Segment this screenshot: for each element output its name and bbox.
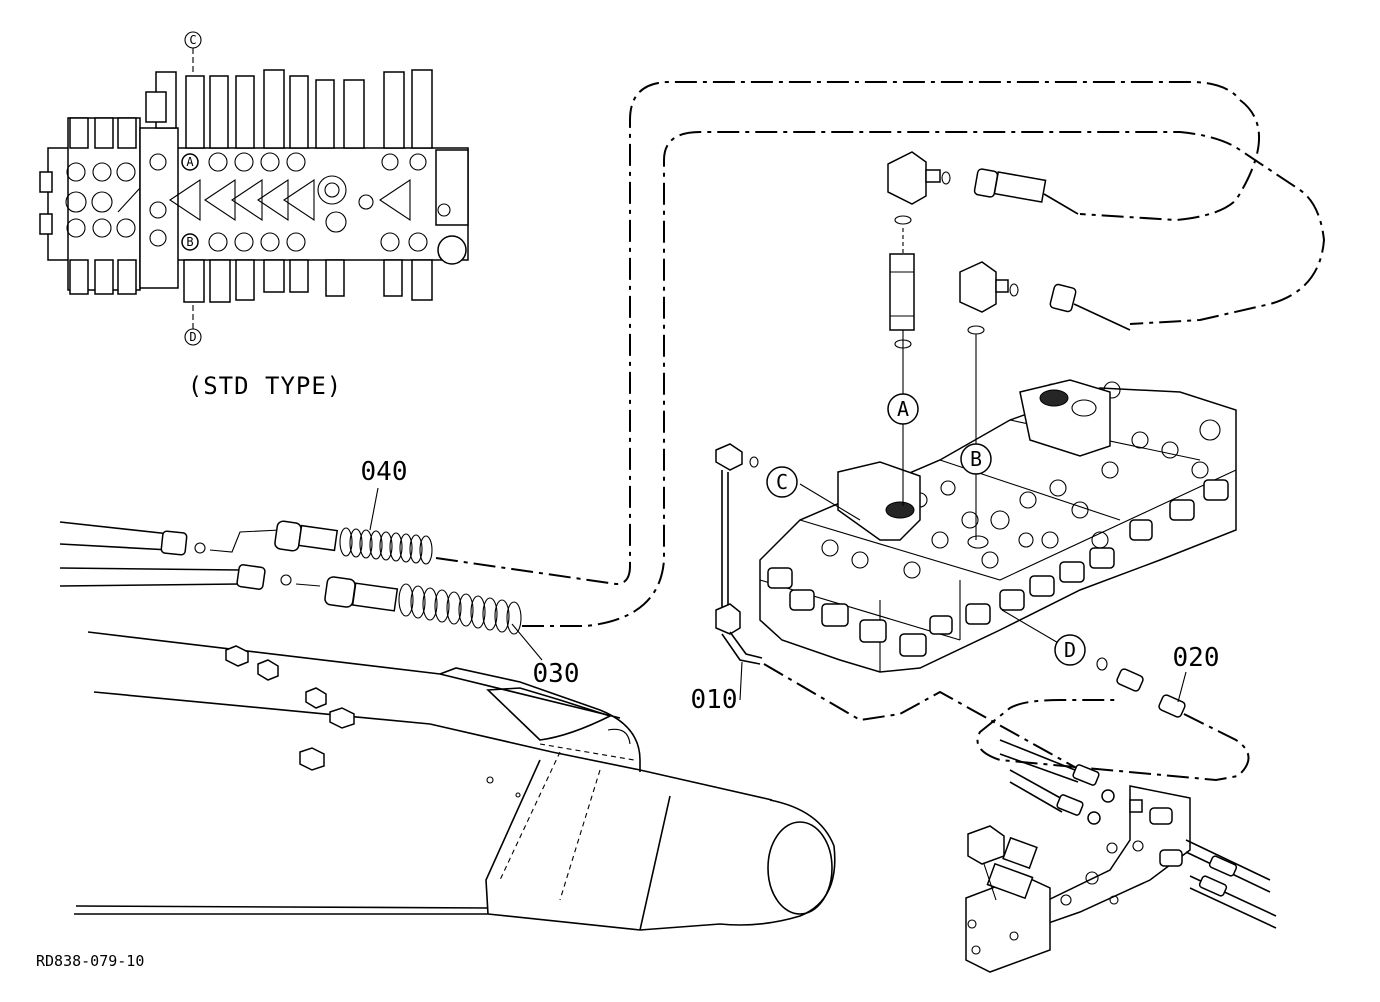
callout-a: A: [887, 393, 919, 425]
drawing-code: RD838-079-10: [36, 952, 144, 970]
hose-040: [59, 81, 1241, 586]
fitting-a-line: [887, 151, 1079, 506]
svg-text:A: A: [186, 155, 194, 169]
std-type-caption: (STD TYPE): [188, 372, 343, 400]
section-marker-d: D: [184, 305, 202, 346]
part-label-040: 040: [361, 457, 408, 487]
leader-d: [1001, 609, 1061, 645]
part-label-020: 020: [1173, 643, 1220, 673]
hose-030: [59, 131, 1326, 635]
callout-c: C: [766, 466, 798, 498]
leader-c: [799, 483, 861, 521]
svg-text:A: A: [897, 397, 909, 421]
svg-text:D: D: [189, 330, 196, 344]
hose-clamps: [225, 645, 355, 771]
leader-030: [511, 623, 543, 661]
main-control-valve: [759, 379, 1237, 673]
part-label-010: 010: [691, 685, 738, 715]
leader-040: [369, 487, 379, 531]
fitting-010: [715, 443, 1081, 771]
std-type-valve-inset: C D: [39, 31, 469, 400]
bracket-assembly: [965, 739, 1277, 973]
callout-b: B: [960, 443, 992, 475]
section-marker-c: C: [184, 31, 202, 72]
arm-outline: [74, 631, 836, 931]
svg-text:D: D: [1064, 638, 1076, 662]
svg-text:B: B: [970, 447, 982, 471]
inset-port-a: A: [181, 153, 199, 171]
callout-d: D: [1054, 634, 1086, 666]
part-label-030: 030: [533, 659, 580, 689]
leader-010: [739, 661, 743, 701]
svg-text:B: B: [186, 235, 193, 249]
inset-port-b: B: [181, 233, 199, 251]
fitting-b-line: [959, 261, 1131, 540]
fitting-020: [976, 657, 1250, 782]
svg-text:C: C: [189, 33, 196, 47]
svg-text:C: C: [776, 470, 788, 494]
